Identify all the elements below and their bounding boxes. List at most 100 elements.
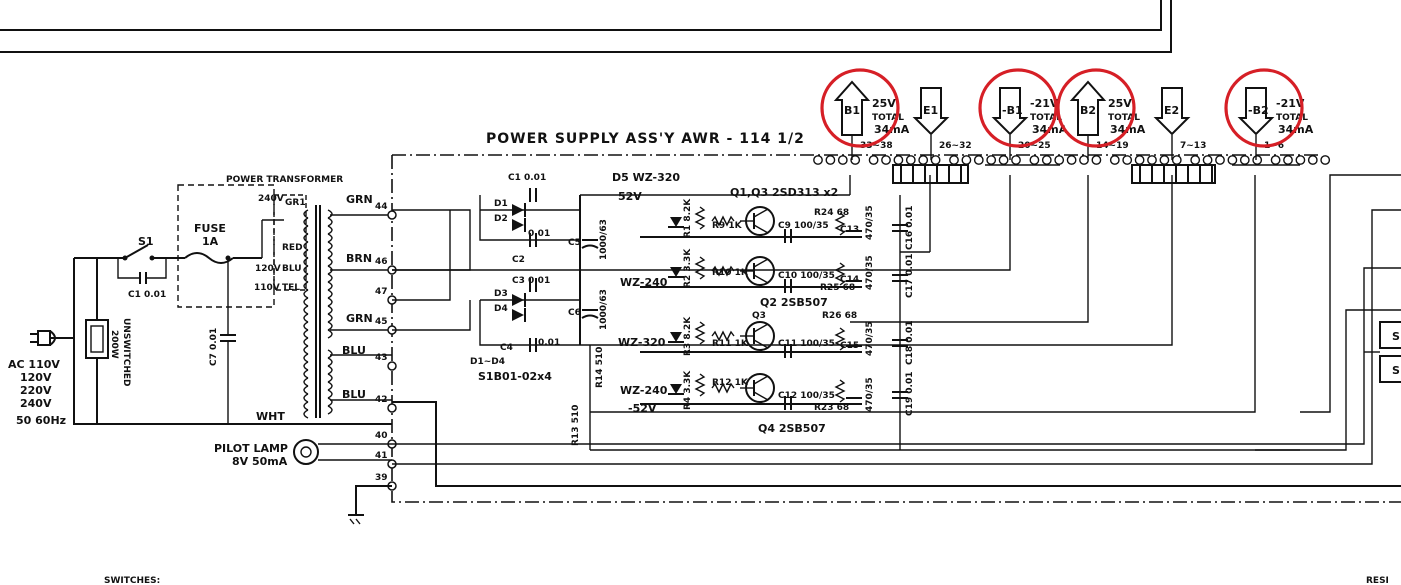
connector-pin (1227, 155, 1238, 165)
primary-winding (303, 313, 309, 323)
secondary-winding (327, 349, 333, 359)
primary-winding (303, 337, 309, 347)
primary-winding (303, 321, 309, 331)
primary-winding (303, 209, 309, 219)
c13-label: C13 (840, 225, 859, 235)
connector-pin (893, 155, 904, 165)
tap-240v: 240V (258, 194, 284, 204)
secondary-winding (327, 289, 333, 299)
connector-pin (1091, 155, 1102, 165)
connector-pin (1159, 155, 1170, 165)
c5-value: 1000/63 (599, 219, 609, 260)
output-connector-strip (813, 155, 1331, 184)
r11-label: R11 1K (712, 339, 749, 349)
resistor-icon (711, 215, 735, 227)
resistor-icon (711, 330, 735, 342)
r1-label: R1 8.2K (683, 198, 693, 238)
diode-label: D2 (494, 214, 508, 224)
fuse-label: FUSE (194, 222, 226, 235)
connector-pin (1029, 155, 1040, 165)
resistor-icon (834, 327, 846, 351)
diode-icon (512, 309, 524, 321)
switch-s1-label: S1 (138, 235, 154, 248)
c13-value: 470/35 (865, 205, 875, 240)
terminal-pin (387, 210, 397, 220)
output-pin-range: 26~32 (939, 141, 972, 151)
connector-pin (837, 155, 848, 165)
c15-label: C15 (840, 341, 859, 351)
diode-label: D3 (494, 289, 508, 299)
regulator-stage (640, 321, 908, 358)
neg52v-label: -52V (628, 402, 657, 415)
ground-bus-bar (1131, 164, 1216, 184)
c11-label: C11 100/35 (778, 339, 835, 349)
transformer-label: POWER TRANSFORMER (226, 175, 343, 185)
wire-grn-2: GRN (346, 312, 373, 325)
highlight-circle (978, 68, 1058, 148)
resistor-icon (834, 262, 846, 286)
diode-icon (512, 219, 524, 231)
tap-blu: BLU (282, 264, 302, 274)
secondary-winding (327, 397, 333, 407)
primary-winding (303, 257, 309, 267)
output-total: TOTAL (1108, 113, 1140, 123)
diode-label: D4 (494, 304, 508, 314)
connector-pin (813, 155, 823, 165)
ac-line-2: 120V (20, 371, 52, 384)
connector-pin (1215, 155, 1225, 165)
secondary-winding (327, 209, 333, 219)
zener-wz240-1: WZ-240 (620, 276, 668, 289)
r3-label: R3 8.2K (683, 316, 693, 356)
connector-pin (1147, 155, 1157, 165)
highlight-circle (1224, 68, 1304, 148)
ac-input: AC 110V 120V 220V 240V 50 60Hz (8, 258, 392, 427)
c1-bridge-label: C1 0.01 (508, 173, 546, 183)
zener-wz240-2: WZ-240 (620, 384, 668, 397)
primary-winding (303, 225, 309, 235)
connector-pin (1011, 155, 1021, 165)
primary-winding (303, 217, 309, 227)
tap-tel: TEL (282, 283, 300, 293)
secondary-winding (327, 365, 333, 375)
output-name: -B1 (1002, 104, 1023, 117)
electrolytic-plate (581, 244, 599, 249)
transistor-lead (753, 391, 769, 401)
output-voltage: -21V (1276, 97, 1305, 110)
r25-label: R25 68 (820, 283, 855, 293)
r24-label: R24 68 (814, 208, 849, 218)
fuse: FUSE 1A C7 0.01 (177, 184, 275, 424)
primary-winding (303, 385, 309, 395)
secondary-winding (327, 305, 333, 315)
pin-number: 45 (375, 317, 388, 327)
pin-number: 46 (375, 257, 388, 267)
regulator-stage (640, 373, 908, 410)
unswitched-watt: 200W (109, 330, 119, 359)
pilot-lamp: PILOT LAMP 8V 50mA (214, 439, 392, 468)
down-arrow-icon (912, 87, 950, 136)
terminal-pin (387, 403, 397, 413)
connector-pin (1270, 155, 1281, 165)
r2-label: R2 3.3K (683, 248, 693, 288)
up-arrow-icon (833, 80, 871, 136)
output-total: TOTAL (1276, 113, 1308, 123)
switches-heading: SWITCHES: (104, 576, 160, 585)
c15-value: 470/35 (865, 321, 875, 356)
primary-winding (303, 249, 309, 259)
wire-brn: BRN (346, 252, 372, 265)
down-arrow-icon (991, 87, 1029, 136)
c2-value-label: 0.01 (528, 229, 550, 239)
transistor-lead (753, 208, 769, 218)
primary-winding (303, 281, 309, 291)
c1-cap-label: C1 0.01 (128, 290, 166, 300)
connector-pin (1109, 155, 1120, 165)
electrolytic-plate (581, 314, 599, 319)
output-pin-range: 33~38 (860, 141, 893, 151)
connector-pin (1079, 155, 1089, 165)
transistor-lead (753, 375, 769, 385)
down-arrow-icon (1153, 87, 1191, 136)
c17-label: C16 0.01 (905, 206, 915, 250)
secondary-winding (327, 281, 333, 291)
c10-label: C10 100/35 (778, 271, 835, 281)
diodes-note-1: D1~D4 (470, 357, 505, 367)
